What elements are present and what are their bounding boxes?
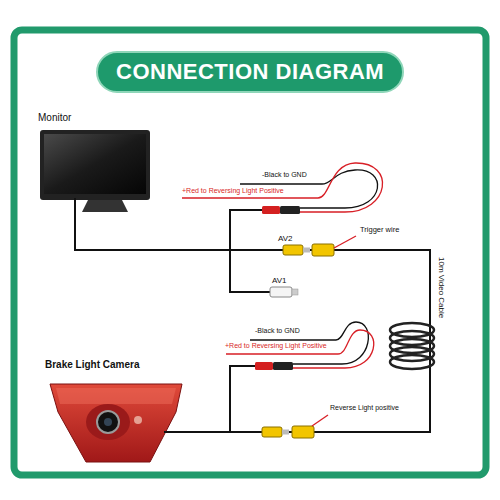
reverse-wire [312,415,328,426]
rca-tip [282,430,289,435]
lens-housing [86,404,130,440]
positive-wire [226,330,374,368]
camera-lens [104,418,112,426]
cable-label: 10m Video Cable [436,256,446,319]
av1-cable [230,250,270,292]
power-plug [273,362,293,370]
power-cable [230,210,262,250]
wire-label: AV2 [278,234,293,243]
rca-plug [283,245,303,255]
wire-label: AV1 [272,276,287,285]
monitor-screen [44,134,146,194]
wire-label: -Black to GND [262,171,307,179]
device-node: Brake Light Camera [45,359,195,465]
rca-plug [262,427,282,437]
camera-led [134,416,142,424]
camera-housing [50,384,182,462]
cable-coil [390,355,434,369]
power-cable [230,366,255,432]
cable-stub [164,431,196,433]
wire-label: -Black to GND [255,327,300,335]
positive-wire [182,163,383,212]
rca-socket [312,244,334,256]
power-plug [280,206,300,214]
camera-highlight [56,388,176,404]
device-node: Monitor [38,112,156,212]
trigger-wire [334,236,356,248]
rca-tip [292,289,298,295]
power-plug [255,362,273,370]
rca-socket [292,426,314,438]
cable-stub [74,198,76,213]
diagram-title: CONNECTION DIAGRAM [96,51,404,93]
device-name: Brake Light Camera [45,359,195,371]
wire-label: Trigger wire [360,226,399,235]
camera-lens [97,411,119,433]
rca-tip [303,248,310,253]
wire-label: Reverse Light positive [330,404,399,412]
power-plug [262,206,280,214]
frame [14,30,486,475]
monitor-stand [82,200,128,212]
wire-label: +Red to Reversing Light Positive [225,342,327,350]
rca-plug [270,287,292,297]
monitor-bezel [40,130,150,200]
wire-label: +Red to Reversing Light Positive [182,187,284,195]
device-name: Monitor [38,112,156,124]
